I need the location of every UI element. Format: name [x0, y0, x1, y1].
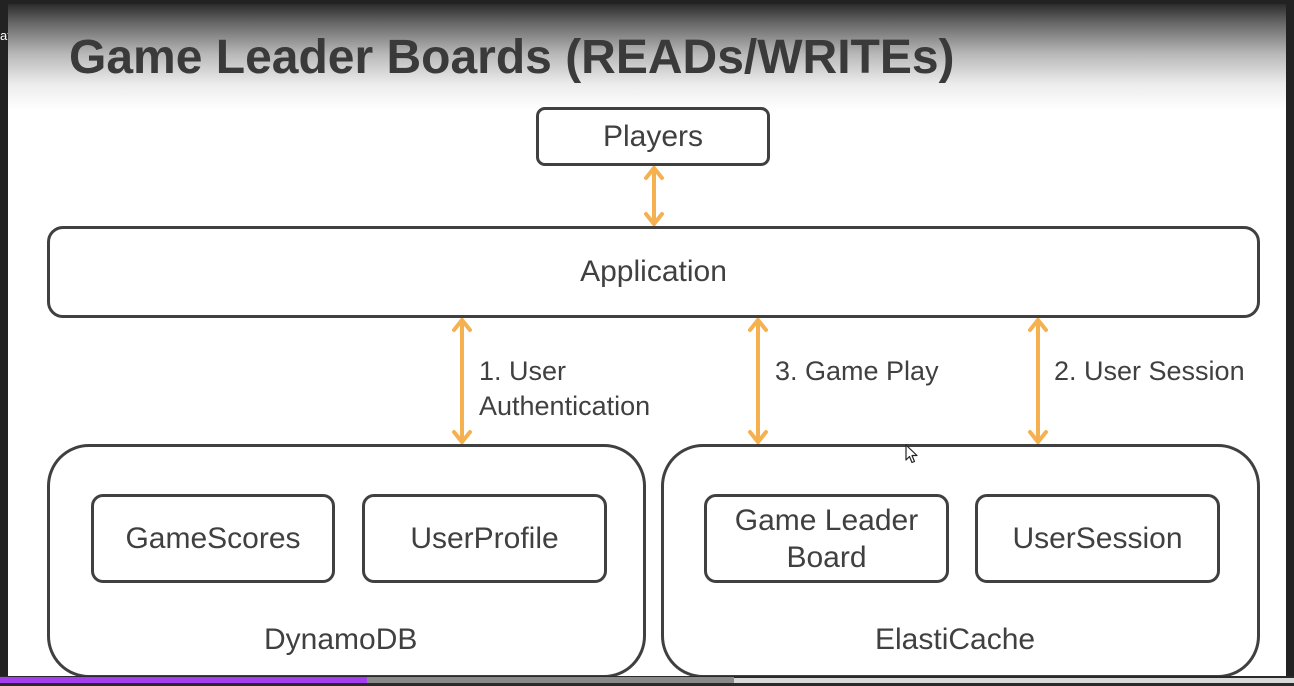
progress-buffered: [0, 677, 734, 683]
edge-label-user-session: 2. User Session: [1054, 356, 1245, 386]
slide: Game Leader Boards (READs/WRITEs) Player…: [8, 4, 1286, 680]
slide-title: Game Leader Boards (READs/WRITEs): [69, 31, 955, 84]
mouse-cursor-icon: [905, 444, 918, 464]
edge-label-user-authentication-line2: Authentication: [479, 391, 651, 421]
edge-label-game-play: 3. Game Play: [775, 356, 939, 386]
edge-label-user-authentication-line1: 1. User: [479, 356, 567, 386]
usersession-label: UserSession: [1012, 521, 1183, 555]
gamescores-label: GameScores: [125, 521, 301, 555]
game-leader-board-box: Game Leader Board: [704, 494, 949, 583]
edge-label-user-authentication: 1. User Authentication: [479, 354, 650, 424]
dynamodb-label: DynamoDB: [264, 623, 418, 656]
elasticache-label: ElastiCache: [875, 623, 1036, 656]
progress-remaining: [734, 678, 1294, 683]
players-box: Players: [536, 107, 770, 166]
application-box: Application: [47, 226, 1260, 318]
game-leader-board-label: Game Leader Board: [734, 503, 919, 574]
userprofile-box: UserProfile: [362, 494, 607, 583]
progress-played[interactable]: [0, 677, 367, 683]
application-label: Application: [580, 255, 727, 288]
gamescores-box: GameScores: [91, 494, 335, 583]
players-label: Players: [602, 119, 704, 153]
usersession-box: UserSession: [975, 494, 1220, 583]
userprofile-label: UserProfile: [410, 521, 559, 555]
